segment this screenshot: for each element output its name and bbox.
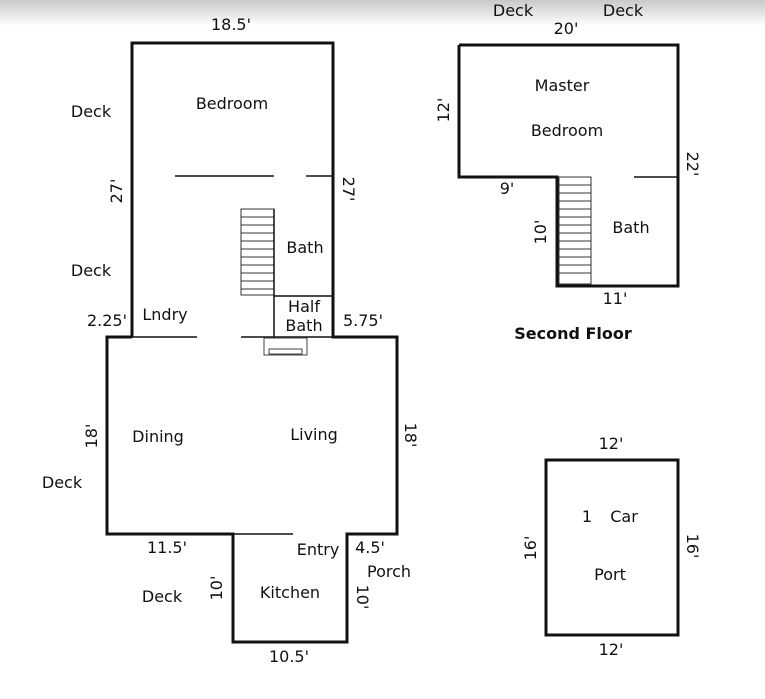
dimension-label: 20' (553, 19, 579, 38)
room-label-half-bath: Half (288, 297, 320, 316)
carport-label-port: Port (594, 565, 626, 584)
room-label-dining: Dining (132, 427, 184, 446)
second-floor-title: Second Floor (514, 324, 632, 343)
deck-label: Deck (70, 102, 112, 121)
top-shadow (0, 0, 765, 26)
dimension-label: 10.5' (268, 647, 310, 666)
carport-label-car: Car (610, 507, 638, 526)
room-label-bath: Bath (612, 218, 650, 237)
second-floor-outline (457, 43, 680, 288)
dimension-label: 10' (531, 219, 550, 245)
room-label-entry: Entry (296, 540, 340, 559)
dimension-label: 22' (683, 151, 702, 177)
dimension-label: 4.5' (355, 538, 385, 557)
dimension-label: 16' (521, 535, 540, 561)
dimension-label: 10' (353, 584, 372, 610)
deck-label: Deck (41, 473, 83, 492)
dimension-label: 18' (82, 423, 101, 449)
room-label-living: Living (290, 425, 338, 444)
dimension-label: 10' (207, 575, 226, 601)
dimension-label: 12' (598, 640, 624, 659)
dimension-label: 18.5' (210, 15, 252, 34)
dimension-label: 12' (598, 434, 624, 453)
room-label-kitchen: Kitchen (259, 583, 321, 602)
second-floor-stairs (558, 176, 592, 285)
room-label-porch: Porch (366, 562, 412, 581)
dimension-label: 16' (683, 533, 702, 559)
dimension-label: 12' (434, 97, 453, 123)
dimension-label: 11' (602, 289, 628, 308)
room-label-bedroom: Bedroom (195, 94, 269, 113)
carport-outline (544, 458, 680, 637)
room-label-laundry: Lndry (142, 305, 188, 324)
dimension-label: 27' (107, 178, 126, 204)
dimension-label: 27' (339, 176, 358, 202)
fireplace (263, 337, 308, 356)
room-label-master-bedroom: Bedroom (530, 121, 604, 140)
dimension-label: 2.25' (86, 311, 128, 330)
dimension-label: 11.5' (146, 538, 188, 557)
deck-label: Deck (602, 1, 644, 20)
carport-label-number: 1 (581, 507, 593, 526)
first-floor-stairs (240, 208, 275, 296)
room-label-master: Master (534, 76, 590, 95)
room-label-bath: Bath (286, 238, 324, 257)
deck-label: Deck (70, 261, 112, 280)
first-floor-outline (105, 41, 399, 644)
deck-label: Deck (141, 587, 183, 606)
deck-label: Deck (492, 1, 534, 20)
dimension-label: 18' (401, 422, 420, 448)
dimension-label: 9' (499, 179, 515, 198)
room-label-half-bath-line2: Bath (285, 316, 323, 335)
dimension-label: 5.75' (342, 311, 384, 330)
